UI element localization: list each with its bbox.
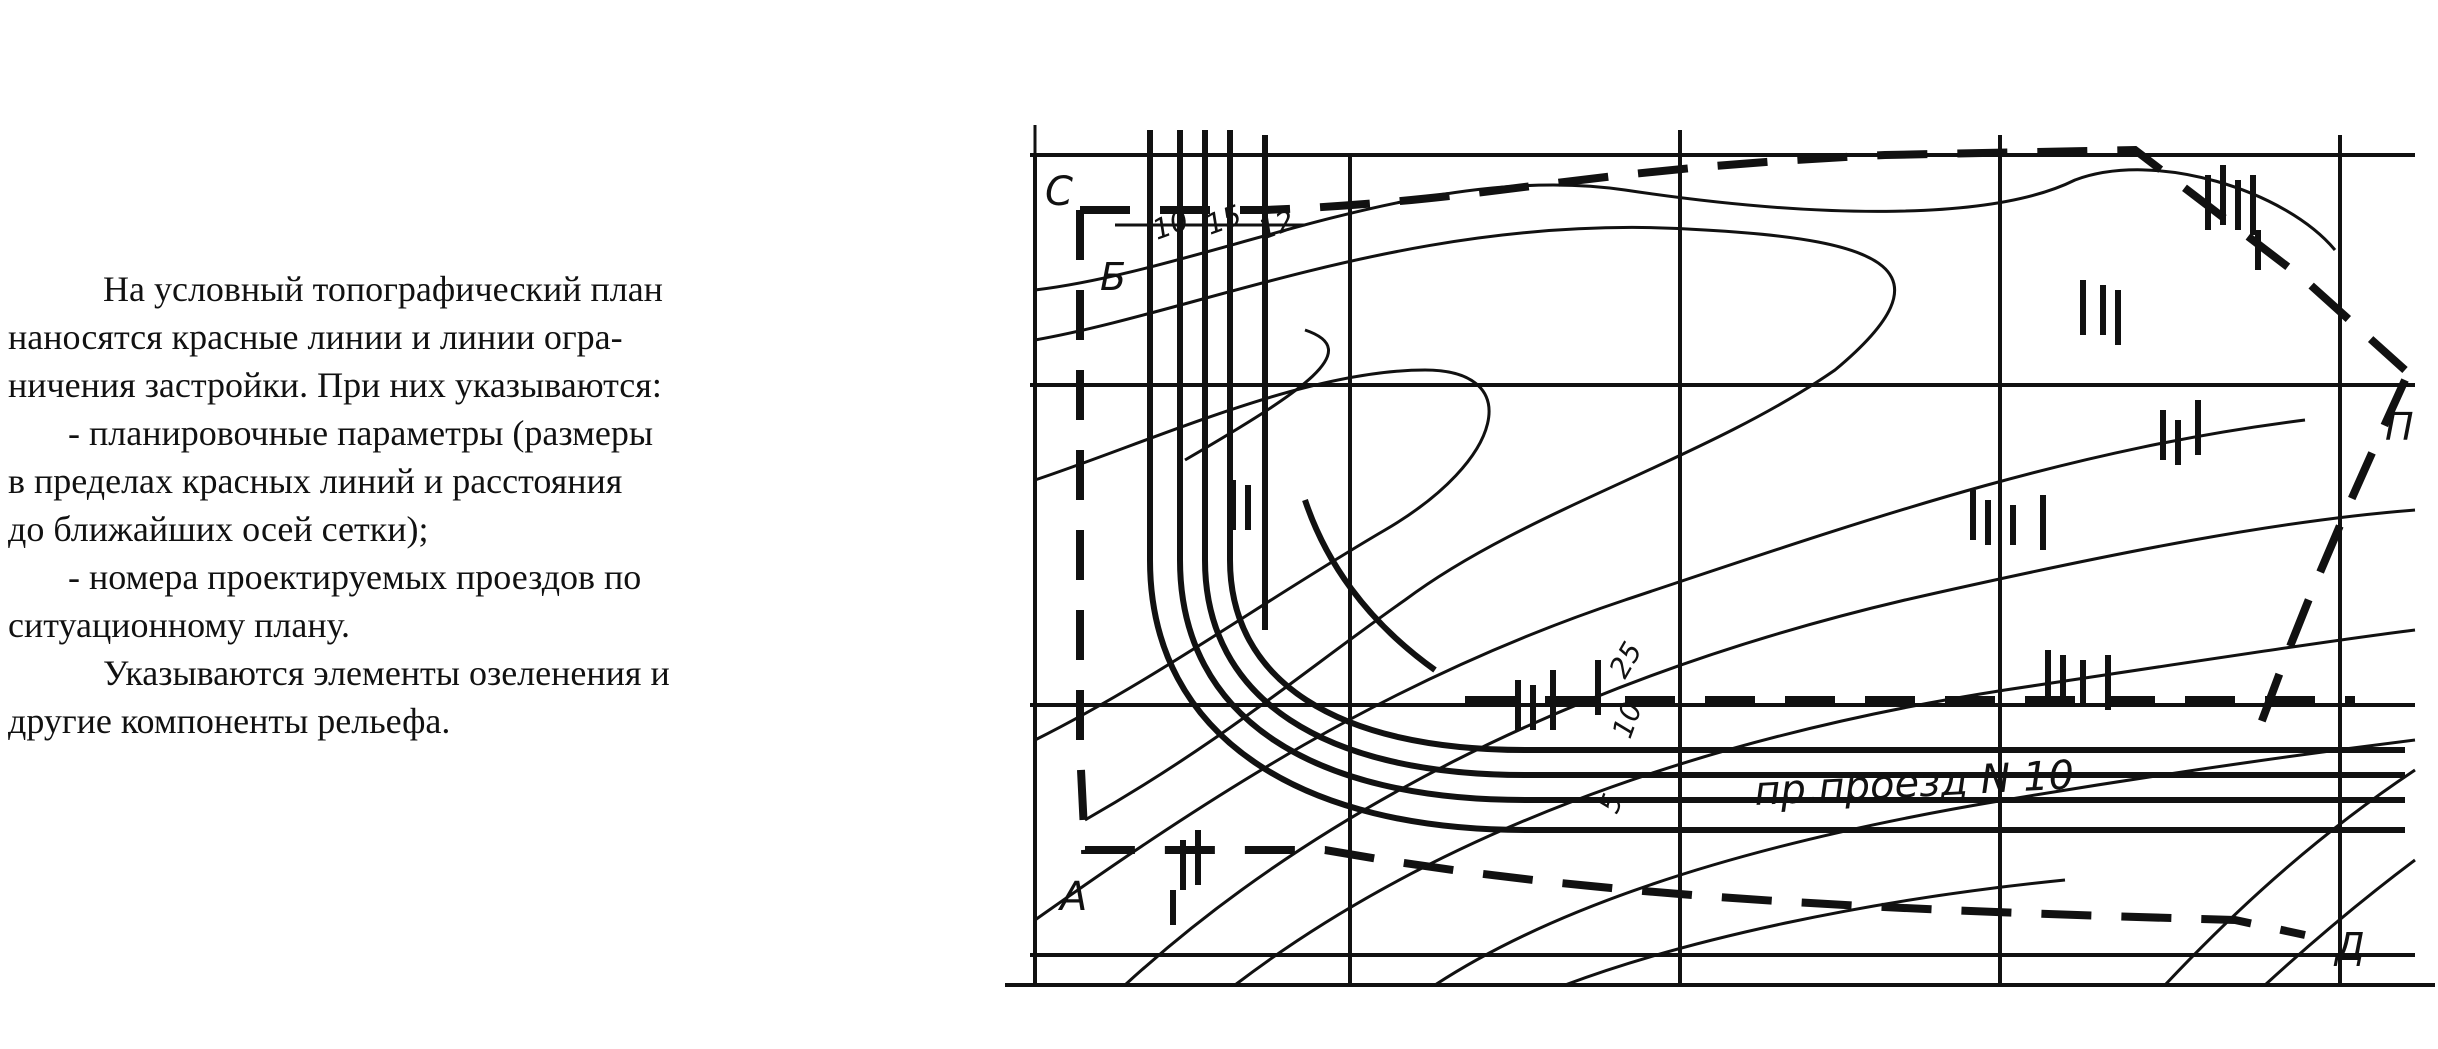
text-line: - планировочные параметры (размеры (68, 413, 654, 453)
point-d-label: Д (2333, 925, 2365, 969)
point-p-label: П (2385, 405, 2414, 449)
text-line: другие компоненты рельефа. (8, 701, 451, 741)
vegetation-marks (1170, 165, 2261, 925)
text-line: в пределах красных линий и расстояния (8, 461, 623, 501)
point-b-label: Б (1100, 255, 1126, 299)
text-line: Указываются элементы озеленения и (103, 653, 670, 693)
dimension-ticks (1033, 125, 1305, 270)
road-lines (1147, 130, 2405, 833)
text-line: ситуационному плану. (8, 605, 351, 645)
plan-drawing: б) (1005, 125, 2435, 987)
dimension-label: 25 (1602, 636, 1648, 683)
text-line: - номера проектируемых проездов по (68, 557, 642, 597)
text-line: до ближайших осей сетки); (8, 509, 429, 549)
red-lines (1076, 145, 2409, 939)
text-line: ничения застройки. При них указываются: (8, 365, 662, 405)
grid-lines (1005, 130, 2435, 987)
text-line: На условный топографический план (103, 269, 663, 309)
contour-lines (1034, 168, 2416, 987)
point-a-label: А (1057, 874, 1087, 920)
topographic-plan-figure: б) (1005, 40, 2435, 1040)
text-line: наносятся красные линии и линии огра- (8, 317, 623, 357)
description-text: На условный топографический план наносят… (8, 265, 938, 745)
dimension-label: 5 (1593, 789, 1630, 817)
point-c-label: С (1045, 169, 1073, 215)
road-label: пр.проезд N 10 (1753, 752, 2075, 815)
